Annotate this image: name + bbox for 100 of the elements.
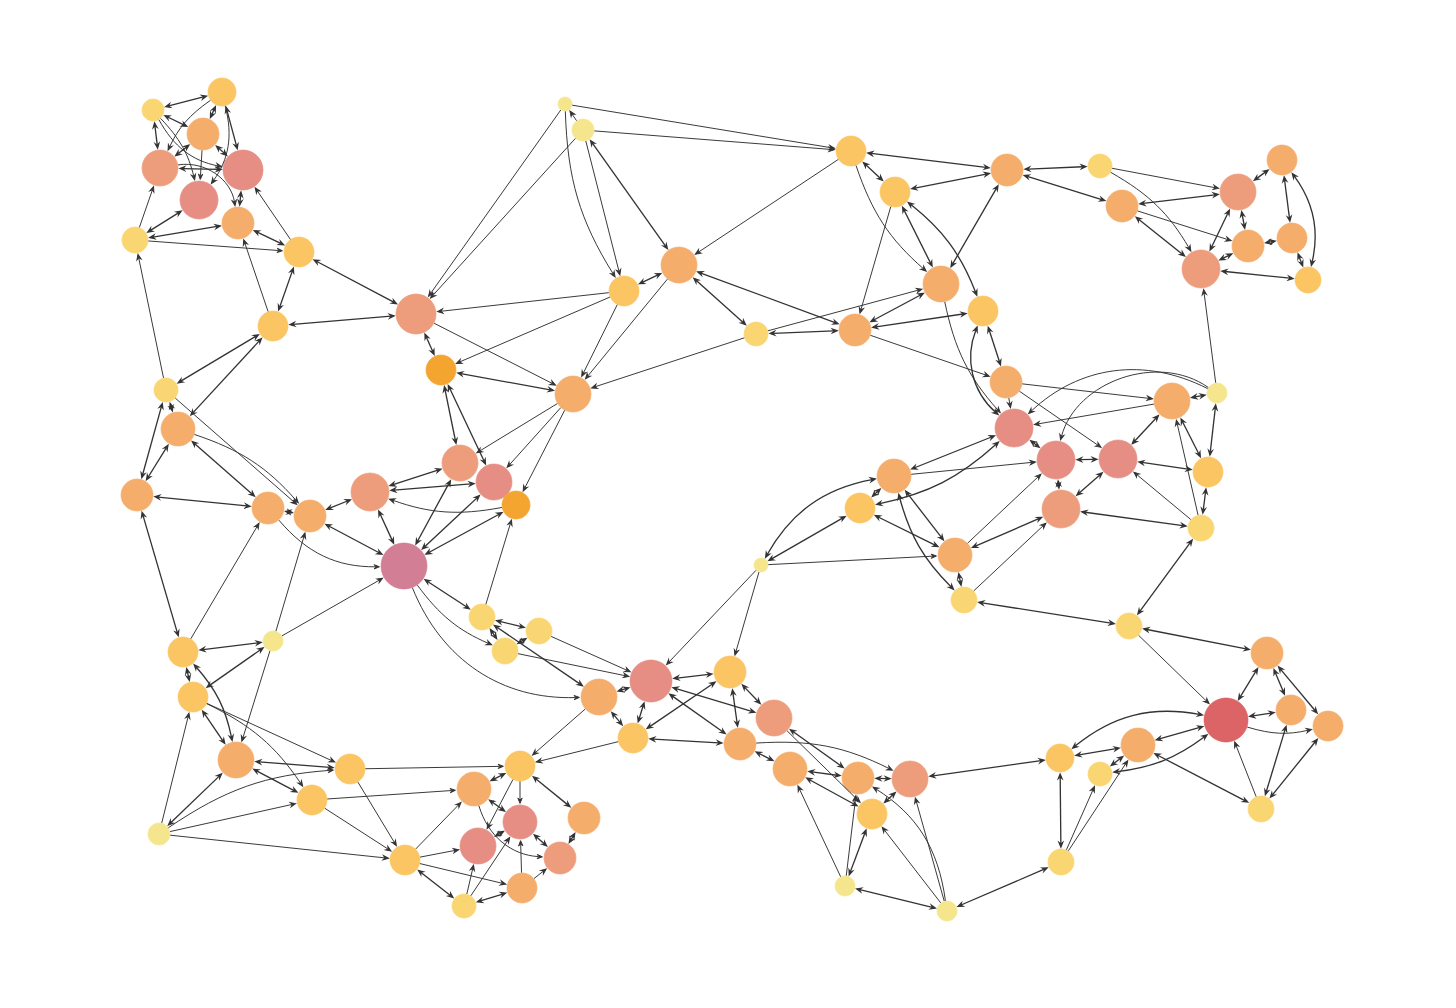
arrow bbox=[433, 322, 556, 386]
circle-node bbox=[856, 798, 888, 830]
circle-node bbox=[468, 603, 496, 631]
arrow bbox=[568, 832, 576, 844]
arrow bbox=[419, 848, 460, 858]
circle-node bbox=[1187, 514, 1215, 542]
circle-node bbox=[1045, 743, 1075, 773]
circle-node bbox=[177, 681, 209, 713]
arrow bbox=[1234, 741, 1257, 798]
arrow bbox=[1246, 726, 1313, 734]
arrow bbox=[411, 587, 580, 701]
circle-node bbox=[617, 722, 649, 754]
arrow bbox=[1028, 369, 1209, 414]
arrow bbox=[694, 159, 839, 255]
circle-node bbox=[922, 265, 960, 303]
arrow bbox=[845, 795, 858, 877]
arrow bbox=[767, 287, 923, 332]
arrow bbox=[522, 409, 566, 492]
arrow bbox=[242, 239, 269, 312]
arrow bbox=[158, 119, 223, 169]
circle-node bbox=[1266, 144, 1298, 176]
arrow bbox=[733, 571, 760, 656]
arrow bbox=[388, 498, 503, 513]
arrow bbox=[416, 584, 493, 646]
circle-node bbox=[1098, 439, 1138, 479]
arrow bbox=[177, 163, 237, 207]
arrow bbox=[275, 532, 307, 632]
arrow bbox=[1007, 397, 1013, 409]
arrow bbox=[364, 763, 504, 770]
circle-node bbox=[451, 893, 477, 919]
circle-node bbox=[1115, 612, 1143, 640]
arrow bbox=[666, 569, 757, 666]
circle-node bbox=[950, 586, 978, 614]
arrow bbox=[564, 110, 616, 278]
circle-node bbox=[425, 354, 457, 386]
circle-node bbox=[207, 77, 237, 107]
arrow bbox=[197, 149, 204, 180]
circle-node bbox=[990, 153, 1024, 187]
arrow bbox=[591, 337, 745, 389]
arrow bbox=[174, 397, 298, 505]
arrow bbox=[419, 863, 507, 886]
arrow bbox=[1033, 403, 1155, 427]
arrow bbox=[210, 105, 230, 184]
circle-node bbox=[506, 872, 538, 904]
arrow bbox=[169, 802, 297, 833]
arrow bbox=[476, 403, 558, 454]
circle-node bbox=[1219, 173, 1257, 211]
arrow bbox=[455, 296, 611, 364]
circle-node bbox=[456, 771, 492, 807]
arrow bbox=[914, 797, 945, 902]
circle-node bbox=[571, 118, 595, 142]
arrow bbox=[767, 553, 937, 566]
circle-node bbox=[475, 463, 513, 501]
arrow bbox=[161, 712, 191, 824]
circle-node bbox=[504, 750, 536, 782]
circle-node bbox=[1275, 694, 1307, 726]
arrow bbox=[585, 278, 668, 380]
circle-node bbox=[1247, 795, 1275, 823]
circle-node bbox=[257, 310, 289, 342]
arrow bbox=[240, 650, 271, 742]
arrow bbox=[493, 624, 584, 687]
arrow bbox=[1111, 167, 1220, 190]
circle-node bbox=[1105, 189, 1139, 223]
circle-node bbox=[772, 751, 808, 787]
arrow bbox=[167, 99, 211, 151]
arrow bbox=[593, 130, 835, 152]
circle-node bbox=[1036, 440, 1076, 480]
circle-node bbox=[1047, 848, 1075, 876]
circle-node bbox=[1231, 229, 1265, 263]
arrow bbox=[1137, 210, 1232, 242]
circle-node bbox=[835, 135, 867, 167]
circle-node bbox=[120, 478, 154, 512]
circle-node bbox=[1276, 222, 1308, 254]
circle-node bbox=[937, 537, 973, 573]
circle-node bbox=[293, 499, 327, 533]
circle-node bbox=[147, 822, 171, 846]
arrow bbox=[872, 786, 946, 902]
arrow bbox=[167, 767, 334, 829]
arrow bbox=[973, 522, 1047, 592]
circle-node bbox=[217, 741, 255, 779]
circle-node bbox=[841, 761, 875, 795]
circle-node bbox=[1087, 153, 1113, 179]
arrow bbox=[569, 110, 578, 122]
arrow bbox=[533, 868, 547, 879]
arrow bbox=[1110, 171, 1192, 252]
arrow bbox=[160, 117, 196, 181]
arrow bbox=[550, 635, 631, 673]
arrow bbox=[517, 653, 630, 678]
arrow bbox=[1201, 289, 1217, 384]
arrow bbox=[206, 703, 304, 787]
arrow bbox=[138, 186, 155, 228]
circle-node bbox=[1250, 636, 1284, 670]
circle-node bbox=[501, 490, 531, 520]
circle-node bbox=[502, 804, 538, 840]
arrow bbox=[855, 165, 927, 272]
circle-node bbox=[1120, 727, 1156, 763]
arrow bbox=[278, 519, 380, 570]
circle-node bbox=[660, 246, 698, 284]
arrow bbox=[1174, 419, 1199, 516]
arrow bbox=[1019, 390, 1102, 448]
